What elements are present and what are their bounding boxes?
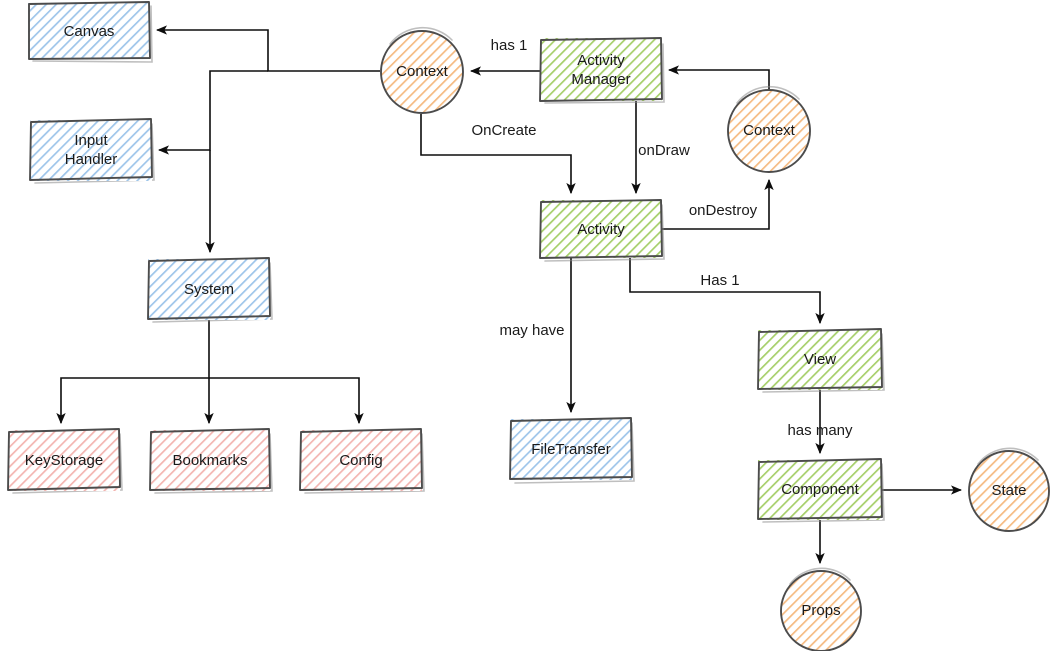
node-context-right[interactable]: Context: [727, 85, 811, 173]
node-config[interactable]: Config: [299, 428, 425, 494]
edge-labels-layer: has 1 OnCreate onDraw onDestroy may have…: [471, 37, 853, 439]
node-label-canvas: Canvas: [64, 23, 115, 40]
node-label-component: Component: [781, 481, 859, 498]
edge-context-right-activity-manager[interactable]: [667, 65, 770, 89]
node-label-activity-manager-line2: Manager: [571, 71, 630, 88]
node-activity[interactable]: Activity: [539, 199, 665, 262]
node-keystorage[interactable]: KeyStorage: [7, 428, 123, 494]
node-canvas[interactable]: Canvas: [28, 1, 153, 63]
node-label-view: View: [804, 351, 836, 368]
node-activity-manager[interactable]: Activity Manager: [539, 37, 665, 104]
edge-label-ondestroy: onDestroy: [689, 202, 758, 219]
edge-label-may-have: may have: [499, 322, 564, 339]
node-label-filetransfer: FileTransfer: [531, 441, 610, 458]
node-label-context-left: Context: [396, 63, 449, 80]
edge-label-has-1-top: has 1: [491, 37, 528, 54]
node-state[interactable]: State: [968, 447, 1050, 532]
edge-system-config[interactable]: [209, 377, 364, 425]
edge-label-oncreate: OnCreate: [471, 122, 536, 139]
node-label-keystorage: KeyStorage: [25, 452, 103, 469]
node-filetransfer[interactable]: FileTransfer: [509, 417, 635, 484]
edge-label-has-1-bottom: Has 1: [700, 272, 739, 289]
edge-context-activity-oncreate[interactable]: [420, 114, 576, 195]
node-bookmarks[interactable]: Bookmarks: [149, 428, 273, 494]
node-input-handler[interactable]: Input Handler: [29, 118, 155, 184]
node-context-left[interactable]: Context: [380, 26, 464, 114]
edge-activity-view-has1[interactable]: [629, 258, 825, 325]
edge-context-input-handler[interactable]: [157, 70, 268, 155]
node-label-activity-manager-line1: Activity: [577, 52, 625, 69]
node-label-system: System: [184, 281, 234, 298]
node-label-context-right: Context: [743, 122, 796, 139]
node-label-config: Config: [339, 452, 382, 469]
edge-system-keystorage[interactable]: [56, 320, 210, 425]
node-view[interactable]: View: [757, 328, 885, 393]
edge-context-canvas[interactable]: [155, 25, 380, 72]
edge-activity-context-right-ondestroy[interactable]: [662, 178, 774, 230]
node-label-input-handler-line2: Handler: [65, 151, 118, 168]
edge-label-has-many: has many: [787, 422, 853, 439]
node-label-props: Props: [801, 602, 840, 619]
node-label-input-handler-line1: Input: [74, 132, 108, 149]
node-component[interactable]: Component: [757, 458, 885, 523]
node-label-state: State: [991, 482, 1026, 499]
node-system[interactable]: System: [147, 257, 273, 323]
node-label-activity: Activity: [577, 221, 625, 238]
node-props[interactable]: Props: [780, 567, 862, 651]
edge-label-ondraw: onDraw: [638, 142, 690, 159]
node-label-bookmarks: Bookmarks: [172, 452, 247, 469]
edges-layer: [56, 25, 963, 565]
